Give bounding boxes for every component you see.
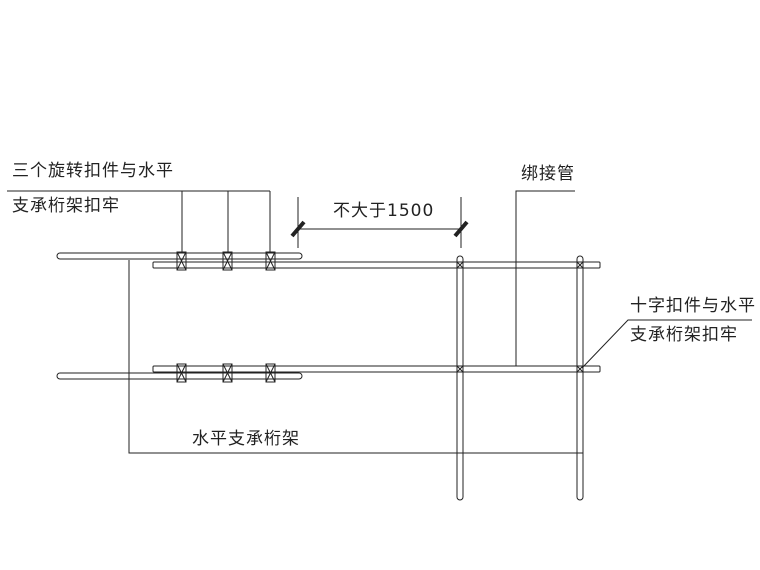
dimension-ticks: [290, 220, 469, 238]
three-clamps-label-line2: 支承桁架扣牢: [12, 196, 120, 216]
lower-left-tube: [56, 372, 303, 380]
upper-truss-tube: [152, 261, 601, 269]
three-clamps-label-line1: 三个旋转扣件与水平: [12, 161, 174, 181]
cross-clamp-label-line2: 支承桁架扣牢: [630, 325, 738, 345]
swivel-clamp-leader: [7, 190, 271, 252]
binding-pipe-leader: [515, 190, 575, 366]
horizontal-truss-label: 水平支承桁架: [192, 429, 300, 449]
lower-truss-tube: [152, 365, 601, 373]
swivel-clamps: [176, 251, 276, 383]
cross-clamp-leader: [581, 319, 752, 369]
binding-pipe-label: 绑接管: [521, 164, 575, 184]
dimension-line: [297, 197, 462, 248]
cross-clamp-label-line1: 十字扣件与水平: [630, 296, 756, 316]
post-2: [576, 255, 584, 501]
dimension-label: 不大于1500: [333, 201, 435, 221]
upper-left-tube: [56, 252, 303, 260]
cross-clamps: [456, 261, 584, 373]
horizontal-truss-line: [128, 260, 583, 454]
post-1: [456, 255, 464, 501]
